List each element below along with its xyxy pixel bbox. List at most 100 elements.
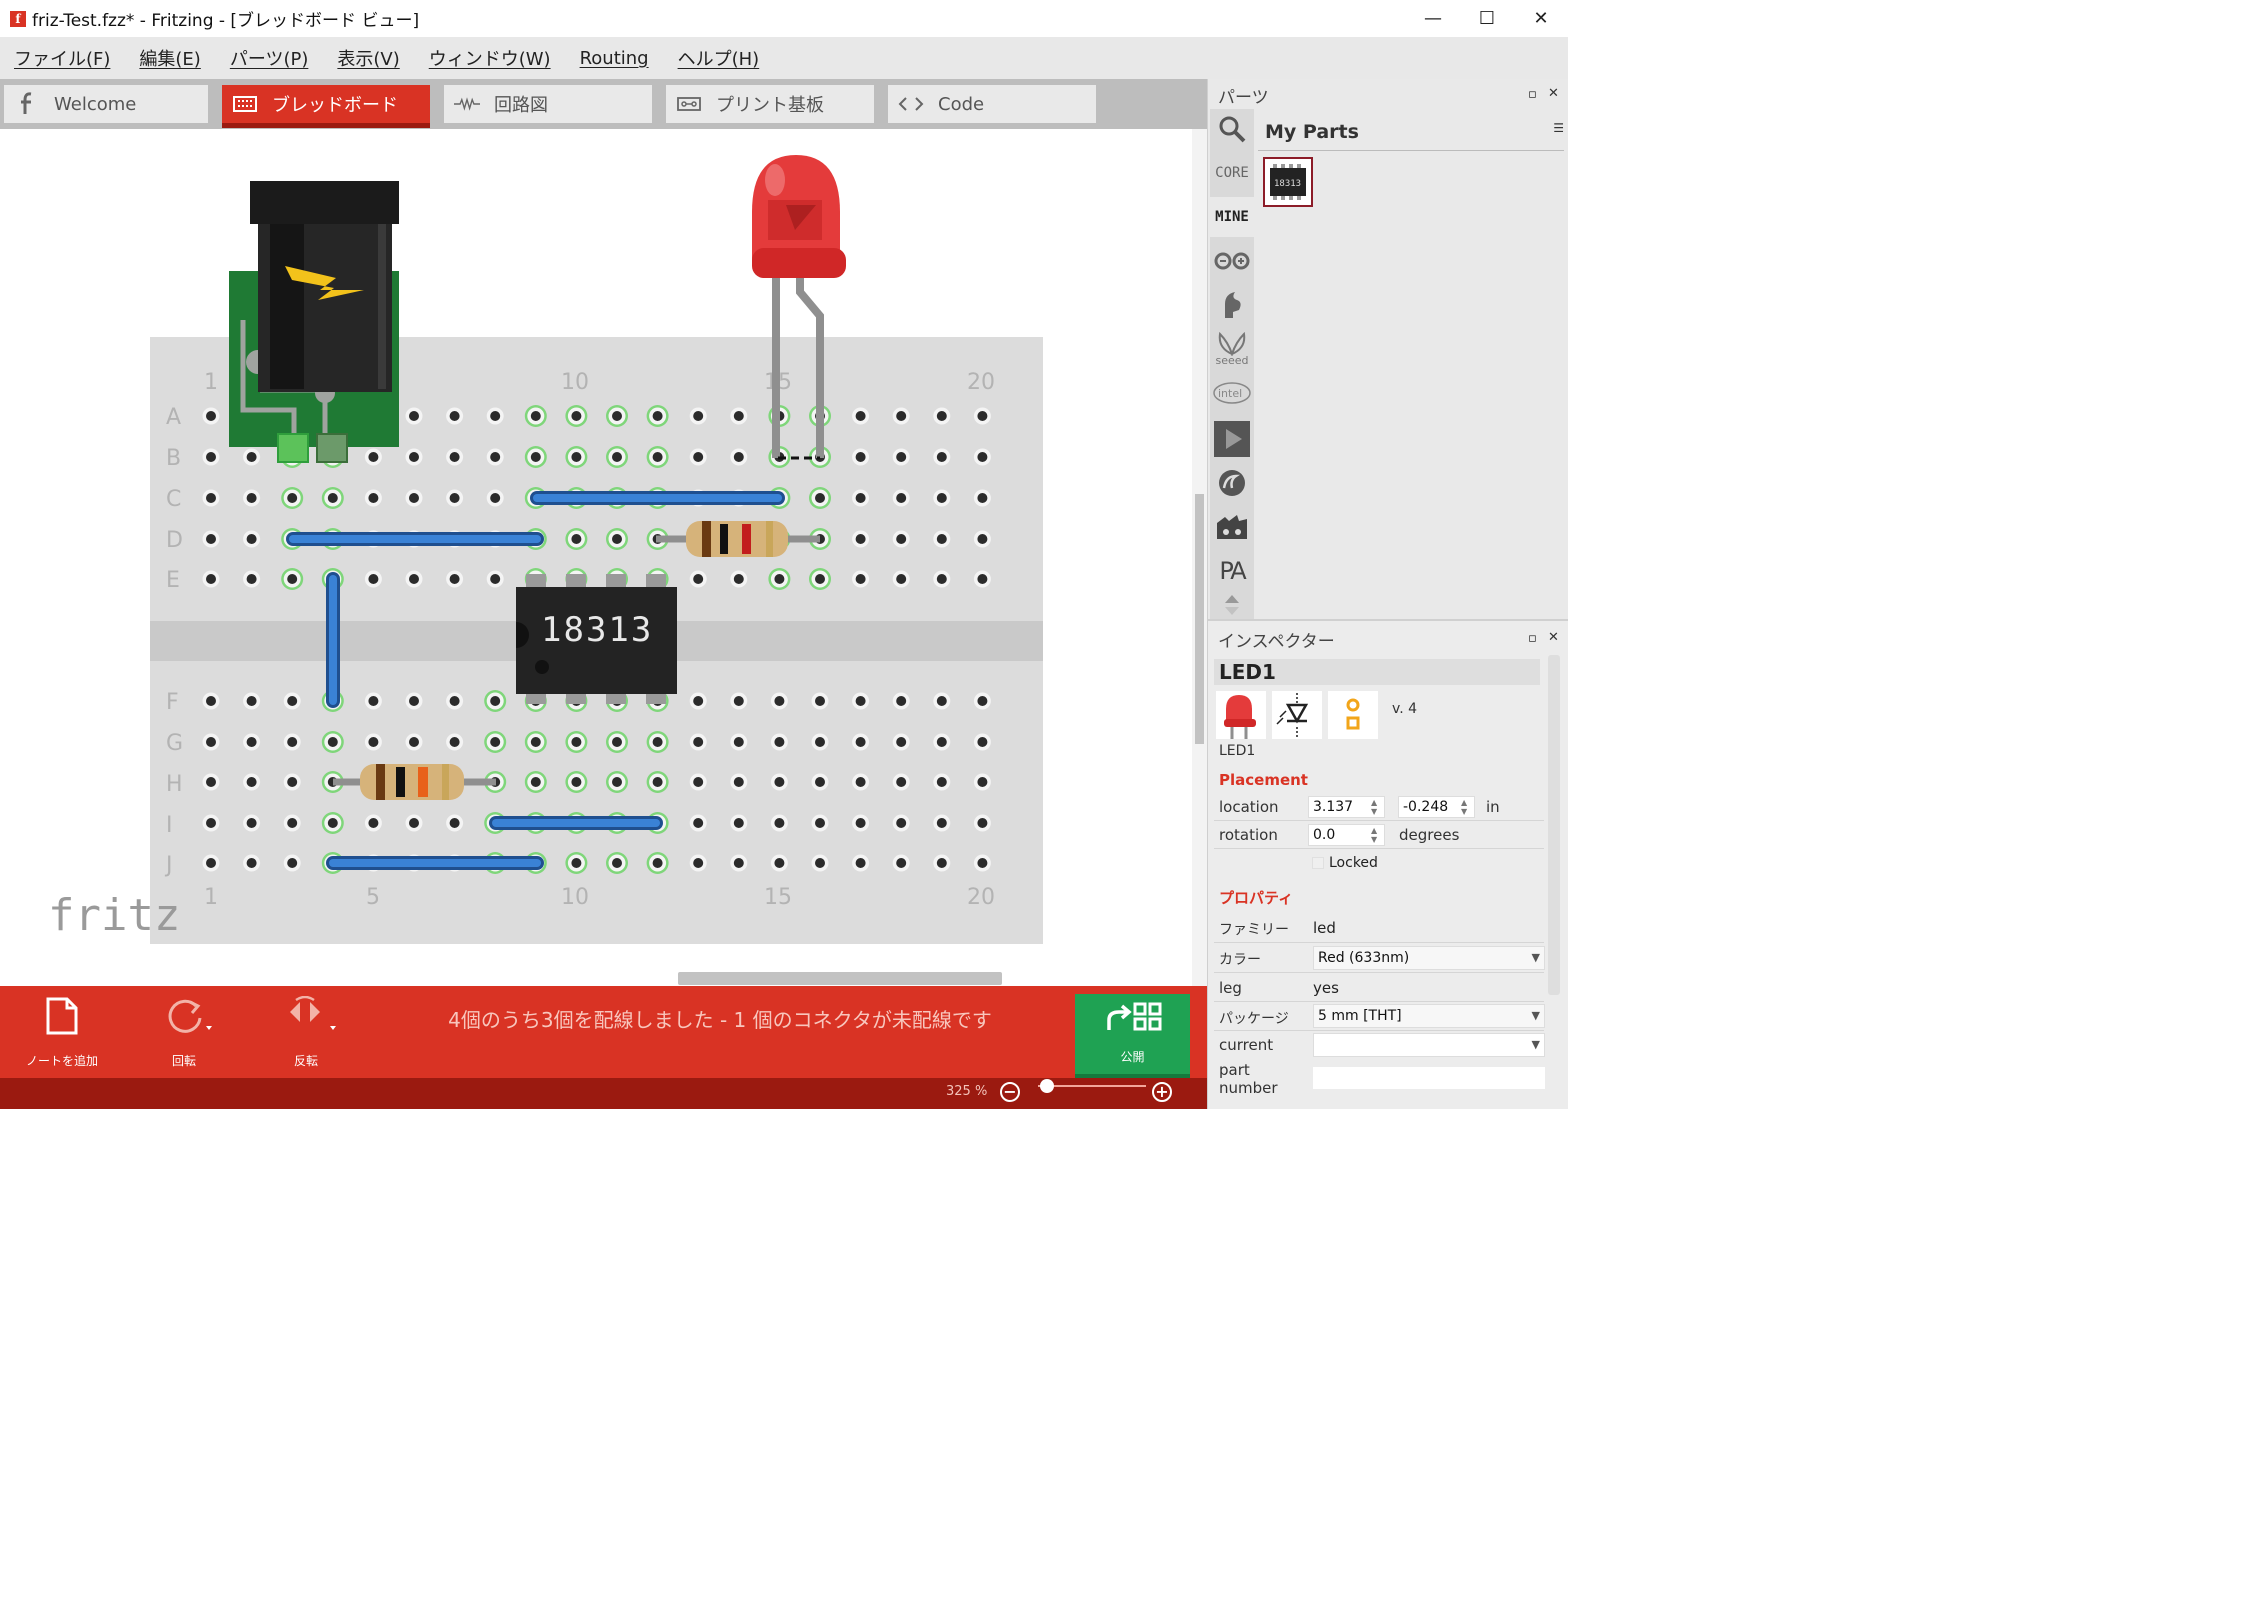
hole-e2[interactable]: [246, 574, 257, 584]
spin-arrows-icon[interactable]: ▲▼: [1371, 826, 1378, 844]
hole-g3[interactable]: [287, 737, 298, 747]
hole-f16[interactable]: [815, 696, 825, 706]
hole-g18[interactable]: [896, 737, 907, 747]
hole-b20[interactable]: [977, 452, 988, 462]
hole-b2[interactable]: [246, 452, 257, 462]
hole-h9[interactable]: [530, 777, 541, 787]
hole-b1[interactable]: [206, 452, 216, 462]
hole-c17[interactable]: [855, 493, 866, 503]
inspector-breadboard-image[interactable]: [1216, 691, 1266, 739]
parts-dock-close-button[interactable]: ✕: [1548, 86, 1559, 101]
hole-f6[interactable]: [409, 696, 419, 706]
hole-a8[interactable]: [490, 411, 501, 421]
horizontal-scrollbar-thumb[interactable]: [678, 972, 1002, 985]
hole-a6[interactable]: [409, 411, 419, 421]
hole-j17[interactable]: [855, 858, 866, 868]
hole-g9[interactable]: [530, 737, 541, 747]
hole-c4[interactable]: [327, 493, 338, 503]
hole-h14[interactable]: [733, 777, 744, 787]
hole-g2[interactable]: [246, 737, 257, 747]
hole-h19[interactable]: [936, 777, 947, 787]
inspector-float-button[interactable]: ▫: [1528, 631, 1537, 646]
hole-b13[interactable]: [693, 452, 704, 462]
hole-i13[interactable]: [693, 818, 704, 828]
hole-h1[interactable]: [206, 777, 216, 787]
hole-a19[interactable]: [936, 411, 947, 421]
hole-i15[interactable]: [774, 818, 785, 828]
hole-f15[interactable]: [774, 696, 785, 706]
hole-b10[interactable]: [571, 452, 582, 462]
routing-status-message[interactable]: 4個のうち3個を配線しました - 1 個のコネクタが未配線です: [448, 1008, 992, 1032]
hole-d20[interactable]: [977, 534, 988, 544]
current-combo[interactable]: ▼: [1313, 1033, 1545, 1057]
hole-e16[interactable]: [815, 574, 825, 584]
minimize-button[interactable]: —: [1424, 8, 1442, 29]
hole-d2[interactable]: [246, 534, 257, 544]
bin-core-button[interactable]: CORE: [1215, 165, 1249, 181]
hole-a13[interactable]: [693, 411, 704, 421]
hole-a9[interactable]: [530, 411, 541, 421]
hole-g5[interactable]: [368, 737, 379, 747]
part-number-input[interactable]: [1313, 1067, 1545, 1089]
hole-g12[interactable]: [652, 737, 663, 747]
hole-b6[interactable]: [409, 452, 419, 462]
package-select[interactable]: 5 mm [THT] ▼: [1313, 1004, 1545, 1028]
menu-view[interactable]: 表示(V): [337, 49, 400, 70]
hole-g15[interactable]: [774, 737, 785, 747]
menu-help[interactable]: ヘルプ(H): [677, 49, 760, 70]
hole-b11[interactable]: [612, 452, 622, 462]
hole-f18[interactable]: [896, 696, 907, 706]
hole-c3[interactable]: [287, 493, 298, 503]
share-button[interactable]: 公開: [1075, 994, 1190, 1078]
hole-e3[interactable]: [287, 574, 298, 584]
hole-i18[interactable]: [896, 818, 907, 828]
breadboard-drawing[interactable]: A B C D E F G H I J 1 10 15 20 1 5 10 15…: [0, 129, 1192, 986]
hole-j3[interactable]: [287, 858, 298, 868]
hole-e6[interactable]: [409, 574, 419, 584]
bin-arduino-button[interactable]: [1210, 241, 1254, 281]
hole-f3[interactable]: [287, 696, 298, 706]
hole-g1[interactable]: [206, 737, 216, 747]
hole-f13[interactable]: [693, 696, 704, 706]
spin-arrows-icon[interactable]: ▲▼: [1371, 798, 1378, 816]
hole-g10[interactable]: [571, 737, 582, 747]
menu-routing[interactable]: Routing: [579, 47, 649, 69]
hole-j11[interactable]: [612, 858, 622, 868]
hole-g19[interactable]: [936, 737, 947, 747]
hole-i20[interactable]: [977, 818, 988, 828]
hole-e14[interactable]: [733, 574, 744, 584]
hole-d1[interactable]: [206, 534, 216, 544]
hole-c20[interactable]: [977, 493, 988, 503]
wires[interactable]: [286, 491, 785, 870]
hole-e7[interactable]: [449, 574, 460, 584]
bin-pa-button[interactable]: PA: [1219, 557, 1246, 585]
hole-b9[interactable]: [530, 452, 541, 462]
menu-parts[interactable]: パーツ(P): [229, 49, 309, 70]
hole-g20[interactable]: [977, 737, 988, 747]
parts-search-button[interactable]: [1210, 109, 1254, 149]
rotate-button[interactable]: 回転: [134, 996, 234, 1071]
hole-f20[interactable]: [977, 696, 988, 706]
spin-arrows-icon[interactable]: ▲▼: [1461, 798, 1468, 816]
bin-playground-button[interactable]: [1210, 419, 1254, 459]
zoom-in-button[interactable]: +: [1152, 1082, 1172, 1102]
hole-d18[interactable]: [896, 534, 907, 544]
zoom-slider-track[interactable]: [1038, 1085, 1146, 1087]
menu-edit[interactable]: 編集(E): [139, 49, 201, 70]
hole-g17[interactable]: [855, 737, 866, 747]
hole-c8[interactable]: [490, 493, 501, 503]
bin-intel-button[interactable]: intel: [1210, 373, 1254, 413]
rotation-input[interactable]: 0.0 ▲▼: [1308, 824, 1385, 846]
zoom-slider-knob[interactable]: [1040, 1079, 1054, 1093]
hole-h13[interactable]: [693, 777, 704, 787]
hole-i6[interactable]: [409, 818, 419, 828]
red-led-part[interactable]: [752, 155, 846, 460]
menu-file[interactable]: ファイル(F): [14, 49, 111, 70]
hole-c18[interactable]: [896, 493, 907, 503]
location-y-input[interactable]: -0.248 ▲▼: [1398, 796, 1475, 818]
hole-h12[interactable]: [652, 777, 663, 787]
hole-j19[interactable]: [936, 858, 947, 868]
inspector-pcb-image[interactable]: [1328, 691, 1378, 739]
hole-b5[interactable]: [368, 452, 379, 462]
bin-sparkfun-button[interactable]: [1210, 285, 1254, 325]
